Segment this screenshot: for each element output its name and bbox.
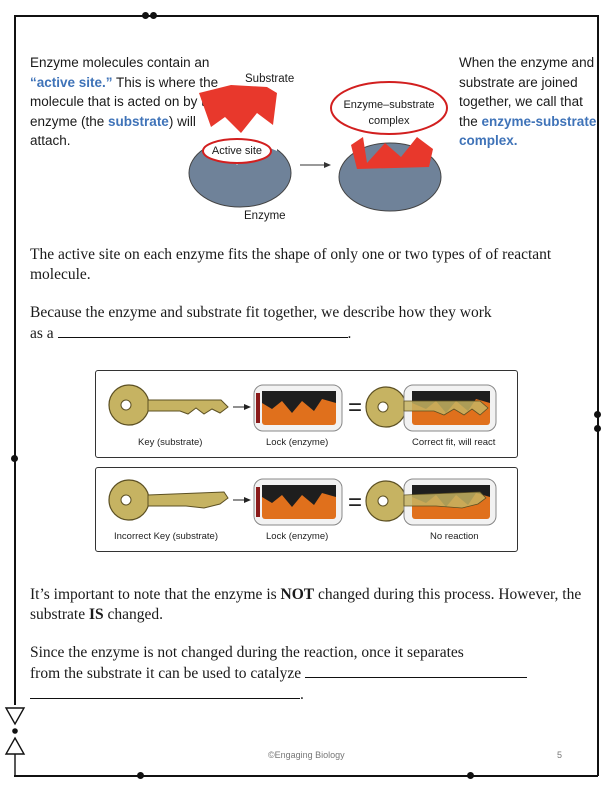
equals-sign: = bbox=[348, 489, 362, 516]
frame-dot bbox=[594, 425, 601, 432]
frame-dot bbox=[594, 411, 601, 418]
complex-label: Enzyme–substrate complex bbox=[334, 97, 444, 129]
paragraph-part: It’s important to note that the enzyme i… bbox=[30, 586, 281, 603]
frame-dot bbox=[150, 12, 157, 19]
complex-substrate-shape bbox=[351, 137, 433, 169]
incorrect-key-figure: = bbox=[108, 478, 497, 526]
period: . bbox=[347, 325, 352, 342]
triangle-markers bbox=[4, 707, 26, 776]
active-site-term: “active site.” bbox=[30, 74, 113, 90]
frame-dot bbox=[11, 455, 18, 462]
substrate-label: Substrate bbox=[245, 73, 295, 85]
equals-sign: = bbox=[348, 394, 362, 421]
paragraph-enzyme-not-changed: It’s important to note that the enzyme i… bbox=[30, 585, 595, 625]
paragraph-line: as a bbox=[30, 325, 54, 342]
caption-lock-enzyme: Lock (enzyme) bbox=[266, 437, 329, 448]
page-number: 5 bbox=[557, 750, 563, 760]
frame-top bbox=[14, 15, 598, 17]
paragraph-line: Because the enzyme and substrate fit tog… bbox=[30, 304, 492, 321]
intro-left-part: This is where the molecule that is acted… bbox=[30, 74, 220, 129]
complex-term: enzyme-substrate complex. bbox=[459, 113, 597, 149]
period: . bbox=[300, 686, 304, 703]
substrate-term: substrate bbox=[108, 113, 169, 129]
paragraph-part: changed during this process. However, th… bbox=[30, 586, 582, 623]
lock-key-correct-panel: = Key (substrate) Lock (enzyme) Correct … bbox=[95, 370, 518, 458]
arrow-head bbox=[324, 162, 331, 168]
caption-key-substrate: Key (substrate) bbox=[138, 437, 203, 448]
active-site-ellipse bbox=[202, 138, 272, 164]
frame-bottom bbox=[14, 775, 598, 777]
enzyme-diagram bbox=[188, 81, 448, 212]
paragraph-line: from the substrate it can be used to cat… bbox=[30, 665, 302, 682]
intro-left-text: Enzyme molecules contain an “active site… bbox=[30, 53, 230, 151]
paragraph-active-site: The active site on each enzyme fits the … bbox=[30, 246, 552, 283]
intro-right-part: When the enzyme and substrate are joined… bbox=[459, 55, 595, 129]
emphasis-is: IS bbox=[88, 606, 104, 623]
frame-left bbox=[14, 15, 16, 705]
footer-copyright: ©Engaging Biology bbox=[268, 750, 345, 760]
intro-left-part: ) will attach. bbox=[30, 113, 196, 149]
enzyme-label: Enzyme bbox=[244, 210, 286, 222]
paragraph-line: Since the enzyme is not changed during t… bbox=[30, 644, 464, 661]
correct-key-figure: = bbox=[108, 384, 497, 432]
frame-dot bbox=[467, 772, 474, 779]
answer-blank[interactable] bbox=[57, 323, 348, 338]
complex-label-line2: complex bbox=[368, 115, 410, 127]
caption-no-reaction: No reaction bbox=[430, 531, 479, 542]
frame-dot bbox=[137, 772, 144, 779]
frame-dot bbox=[142, 12, 149, 19]
answer-blank[interactable] bbox=[30, 684, 300, 699]
emphasis-not: NOT bbox=[280, 586, 315, 603]
intro-left-part: Enzyme molecules contain an bbox=[30, 55, 210, 70]
paragraph-part: changed. bbox=[103, 606, 164, 623]
caption-incorrect-key: Incorrect Key (substrate) bbox=[114, 531, 219, 542]
paragraph-catalyze: Since the enzyme is not changed during t… bbox=[30, 643, 590, 705]
caption-correct-fit: Correct fit, will react bbox=[412, 437, 496, 448]
substrate-shape bbox=[199, 85, 277, 133]
lock-key-incorrect-panel: = Incorrect Key (substrate) Lock (enzyme… bbox=[95, 467, 518, 552]
active-site-label: Active site bbox=[211, 145, 263, 157]
complex-ellipse bbox=[330, 81, 448, 135]
answer-blank[interactable] bbox=[305, 663, 528, 678]
complex-label-line1: Enzyme–substrate bbox=[343, 99, 435, 111]
intro-right-text: When the enzyme and substrate are joined… bbox=[459, 53, 604, 151]
caption-lock-enzyme: Lock (enzyme) bbox=[266, 531, 329, 542]
frame-right bbox=[597, 15, 599, 776]
paragraph-lock-key: Because the enzyme and substrate fit tog… bbox=[30, 303, 590, 344]
